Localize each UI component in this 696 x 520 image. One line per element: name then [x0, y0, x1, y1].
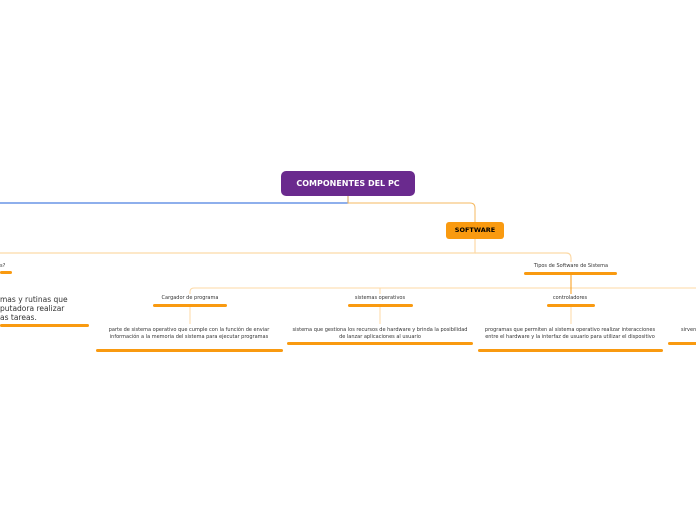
- left-text-line: putadora realizar: [0, 304, 65, 313]
- desc-cargador[interactable]: parte de sistema operativo que cumple co…: [108, 327, 270, 340]
- child-sistemas-operativos[interactable]: sistemas operativos: [354, 295, 406, 301]
- desc-partial-right[interactable]: sirven: [681, 327, 696, 333]
- desc-bar: [96, 349, 283, 352]
- desc-controladores[interactable]: programas que permiten al sistema operat…: [484, 327, 656, 340]
- left-text-line: mas y rutinas que: [0, 295, 68, 304]
- left-text-line: as tareas.: [0, 313, 37, 322]
- left-question-bar: [0, 271, 12, 274]
- child-bar: [153, 304, 227, 307]
- tipos-bar: [524, 272, 617, 275]
- left-question-node[interactable]: s?: [0, 263, 6, 269]
- left-description-node[interactable]: mas y rutinas que putadora realizar as t…: [0, 295, 80, 322]
- desc-sistemas-operativos[interactable]: sistema que gestiona los recursos de har…: [292, 327, 468, 340]
- tipos-node[interactable]: Tipos de Software de Sistema: [533, 263, 609, 269]
- desc-bar: [287, 342, 473, 345]
- root-node[interactable]: COMPONENTES DEL PC: [281, 171, 415, 196]
- child-controladores[interactable]: controladores: [552, 295, 588, 301]
- child-bar: [348, 304, 413, 307]
- child-bar: [547, 304, 595, 307]
- desc-bar: [668, 342, 696, 345]
- desc-bar: [478, 349, 663, 352]
- child-cargador[interactable]: Cargador de programa: [161, 295, 219, 301]
- software-node[interactable]: SOFTWARE: [446, 222, 504, 239]
- left-description-bar: [0, 324, 89, 327]
